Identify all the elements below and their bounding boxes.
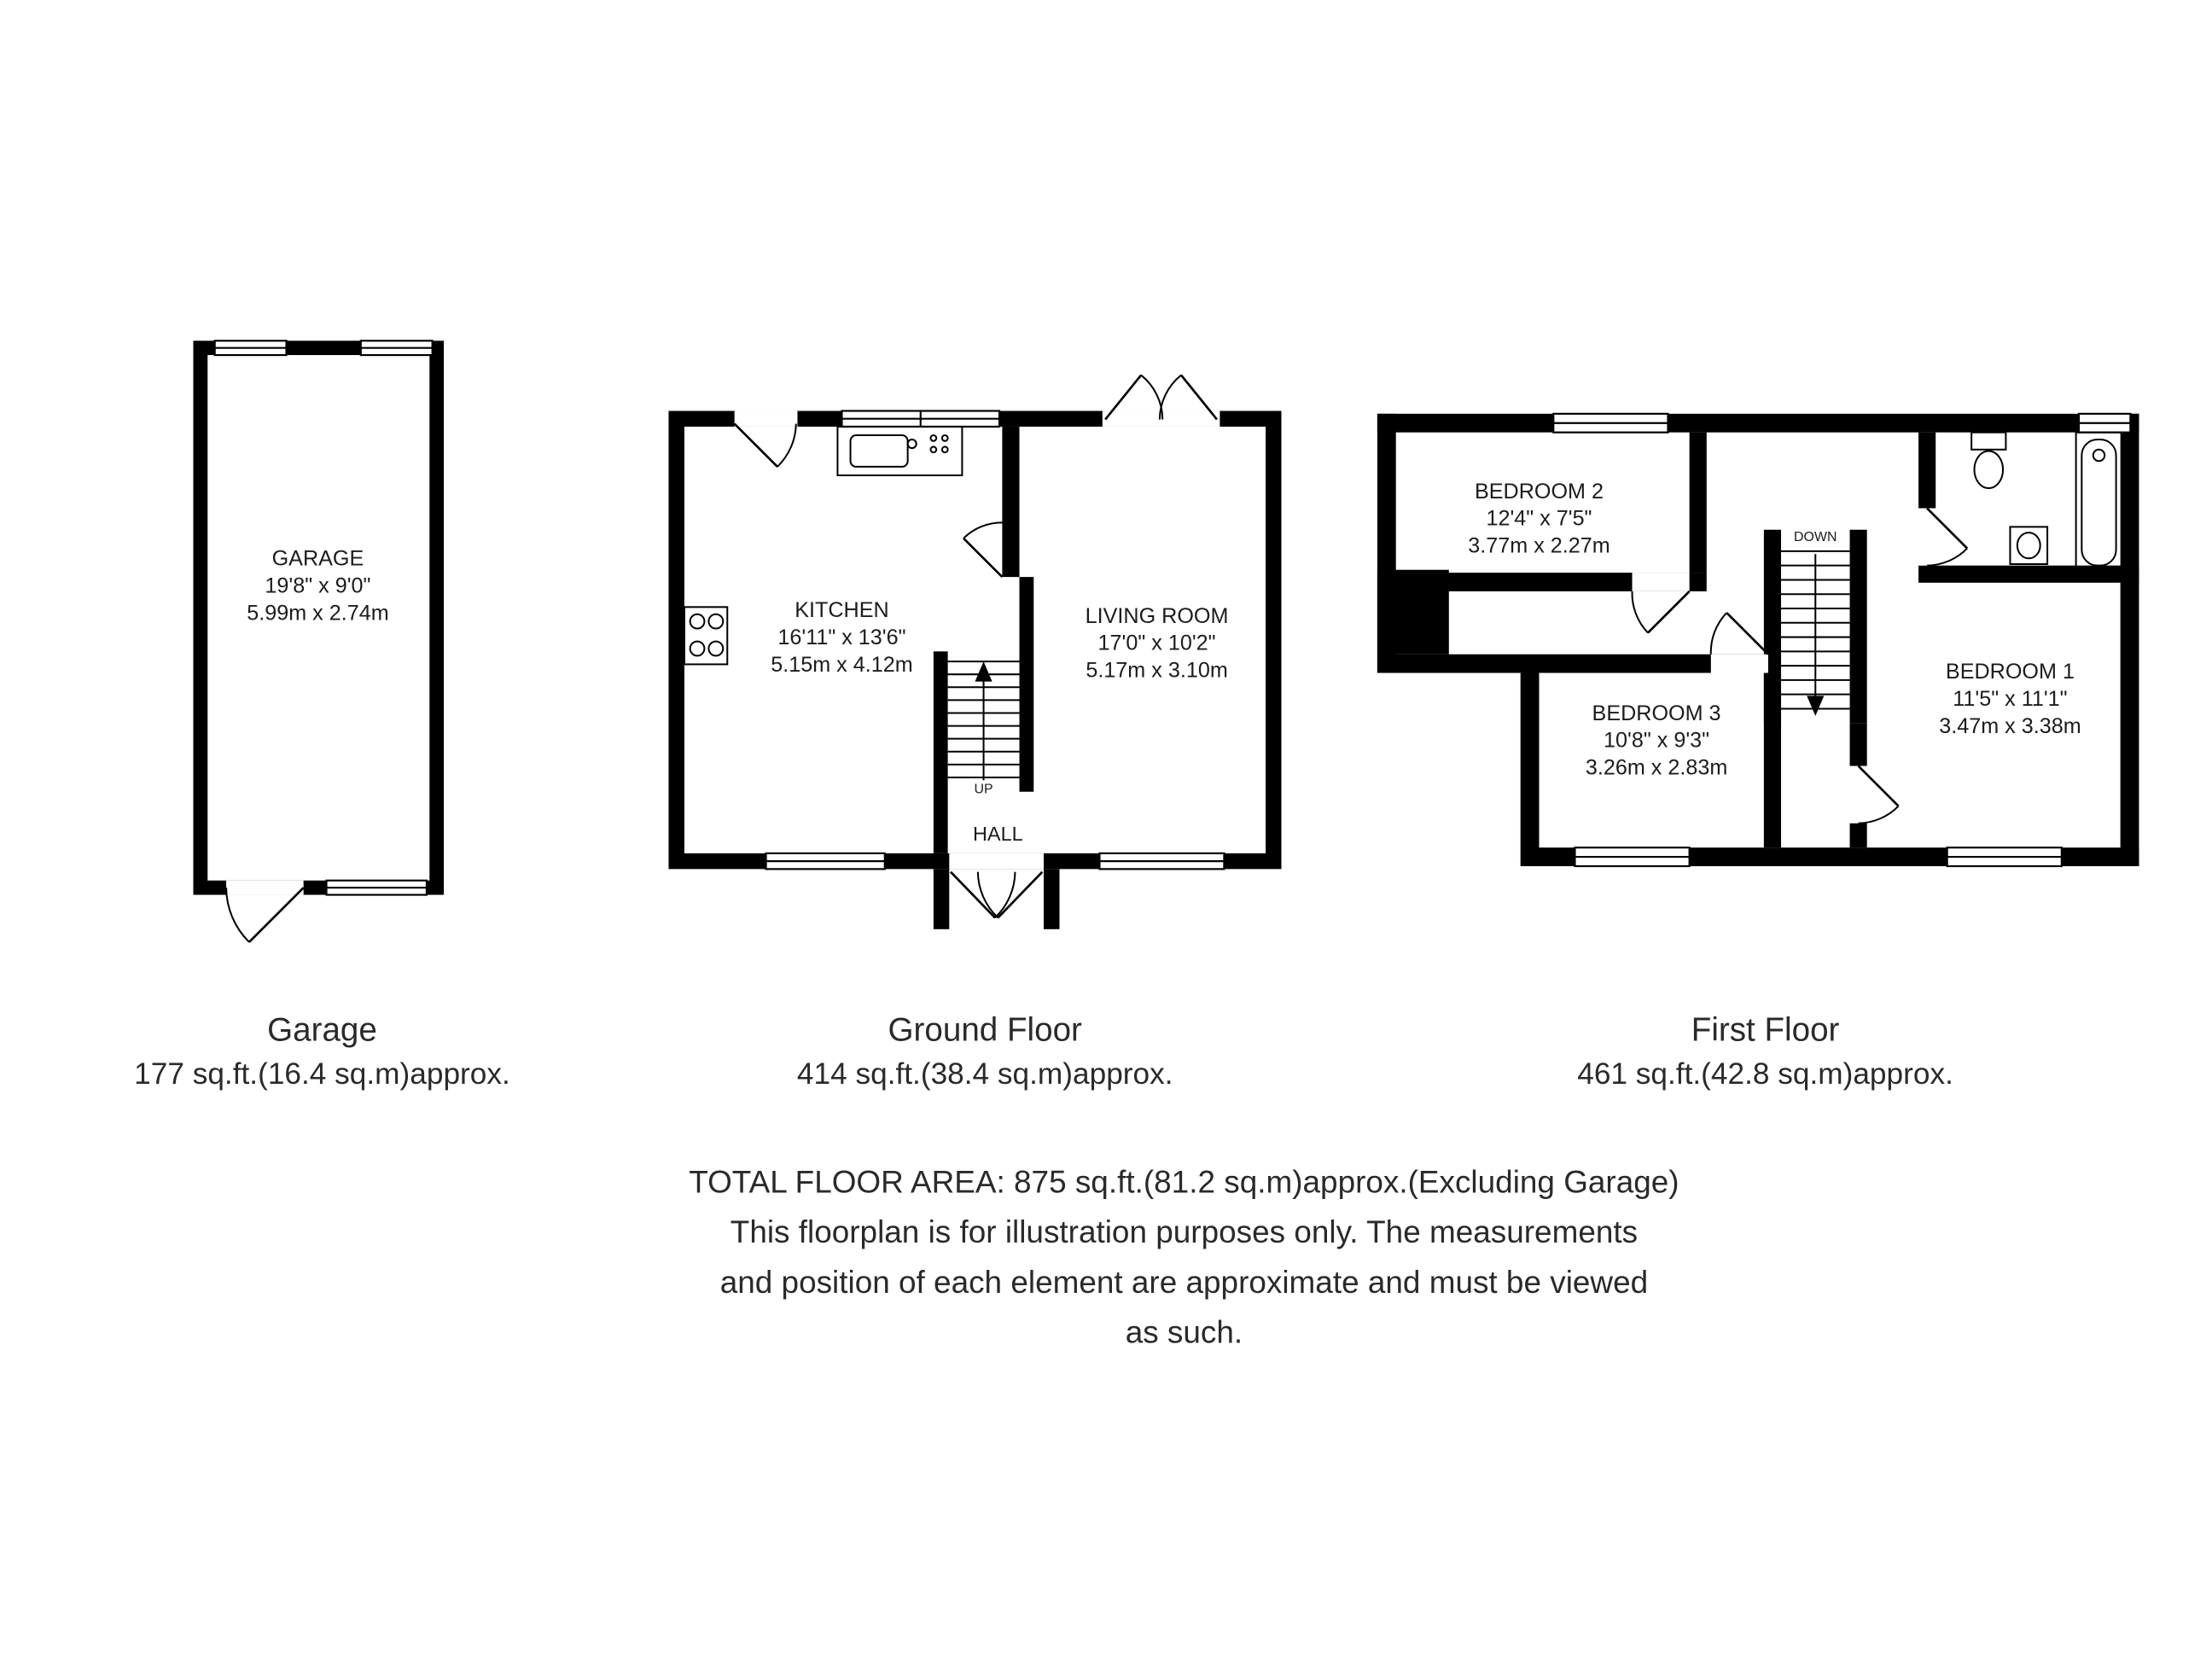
door-opening — [734, 410, 798, 427]
wall — [1019, 577, 1034, 792]
room-dim-imperial: 16'11" x 13'6" — [777, 626, 906, 650]
room-name: LIVING ROOM — [1085, 603, 1229, 629]
room-dim-metric: 3.77m x 2.27m — [1468, 533, 1610, 559]
door-arc — [1849, 765, 1900, 824]
window — [1946, 847, 2063, 868]
room-name: BEDROOM 3 — [1592, 701, 1721, 726]
door-opening — [1710, 654, 1768, 673]
kitchen-sink-icon — [836, 425, 963, 476]
disclaimer-line: and position of each element are approxi… — [719, 1264, 1649, 1301]
window — [359, 340, 434, 357]
door-arc — [1631, 590, 1691, 634]
caption-first-floor: First Floor 461 sq.ft.(42.8 sq.m)approx. — [1479, 1005, 2052, 1097]
wall — [1763, 672, 1782, 848]
room-dim-imperial: 12'4" x 7'5" — [1486, 506, 1592, 532]
caption-title: First Floor — [1691, 1010, 1840, 1049]
room-dim-imperial: 19'8" x 9'0" — [265, 573, 371, 599]
staircase-up — [947, 661, 1020, 781]
disclaimer-text: TOTAL FLOOR AREA: 875 sq.ft.(81.2 sq.m)a… — [182, 1157, 2186, 1358]
caption-title: Ground Floor — [888, 1010, 1082, 1049]
disclaimer-line: as such. — [1125, 1314, 1243, 1351]
caption-ground-floor: Ground Floor 414 sq.ft.(38.4 sq.m)approx… — [699, 1005, 1272, 1097]
caption-garage: Garage 177 sq.ft.(16.4 sq.m)approx. — [36, 1005, 608, 1097]
room-name: KITCHEN — [795, 598, 889, 623]
garage-plan — [193, 340, 445, 943]
wall — [1395, 573, 1707, 591]
window — [1552, 412, 1669, 434]
room-name: BEDROOM 1 — [1945, 660, 2075, 684]
door-arc — [225, 880, 305, 943]
room-dim-imperial: 10'8" x 9'3" — [1604, 728, 1710, 754]
room-label-hall: HALL — [972, 821, 1023, 845]
door-arc — [1918, 507, 1969, 567]
wall — [1918, 565, 2139, 583]
room-label-kitchen: KITCHEN 16'11" x 13'6" 5.15m x 4.12m — [727, 597, 956, 679]
total-floor-area: TOTAL FLOOR AREA: 875 sq.ft.(81.2 sq.m)a… — [689, 1163, 1679, 1200]
room-label-bedroom-2: BEDROOM 2 12'4" x 7'5" 3.77m x 2.27m — [1424, 478, 1653, 560]
room-dim-metric: 3.47m x 3.38m — [1939, 714, 2081, 739]
sink-icon — [2009, 526, 2049, 566]
room-dim-metric: 5.17m x 3.10m — [1086, 658, 1228, 684]
door-arc — [963, 521, 1004, 579]
room-dim-metric: 5.99m x 2.74m — [247, 601, 389, 626]
toilet-icon — [1970, 431, 2007, 490]
wall — [1918, 432, 1936, 509]
caption-area: 461 sq.ft.(42.8 sq.m)approx. — [1577, 1057, 1953, 1091]
room-label-bedroom-1: BEDROOM 1 11'5" x 11'1" 3.47m x 3.38m — [1895, 659, 2124, 741]
staircase-down — [1781, 550, 1850, 716]
wall — [1002, 426, 1020, 578]
french-doors-arc — [1104, 374, 1219, 421]
window — [2077, 412, 2132, 434]
wall — [1044, 869, 1060, 929]
first-floor-plan — [1377, 412, 2139, 868]
window — [325, 879, 428, 896]
wall — [1849, 529, 1867, 724]
room-dim-imperial: 17'0" x 10'2" — [1097, 631, 1216, 656]
stairs-down-label: DOWN — [1794, 529, 1837, 546]
caption-area: 414 sq.ft.(38.4 sq.m)approx. — [796, 1057, 1173, 1091]
stairs-up-label: UP — [974, 782, 993, 798]
hob-icon — [683, 606, 729, 666]
disclaimer-line: This floorplan is for illustration purpo… — [730, 1214, 1639, 1250]
room-label-living-room: LIVING ROOM 17'0" x 10'2" 5.17m x 3.10m — [1042, 602, 1271, 684]
wall — [1849, 823, 1867, 848]
room-name: GARAGE — [271, 546, 364, 572]
room-name: BEDROOM 2 — [1474, 480, 1604, 504]
door-arc — [733, 422, 797, 468]
door-arc — [1709, 612, 1769, 655]
window — [1098, 852, 1225, 870]
window — [1574, 847, 1691, 868]
wall — [933, 651, 948, 853]
caption-area: 177 sq.ft.(16.4 sq.m)approx. — [134, 1057, 510, 1091]
room-label-bedroom-3: BEDROOM 3 10'8" x 9'3" 3.26m x 2.83m — [1542, 700, 1771, 782]
window — [841, 410, 1001, 428]
front-door-arc — [950, 870, 1044, 919]
door-opening — [1632, 573, 1690, 591]
room-dim-metric: 3.26m x 2.83m — [1585, 755, 1728, 781]
ground-floor-plan — [668, 374, 1282, 929]
room-dim-imperial: 11'5" x 11'1" — [1953, 687, 2068, 712]
bathtub-icon — [2075, 431, 2123, 574]
window — [213, 340, 288, 357]
floorplan-canvas — [193, 340, 2139, 943]
wall — [933, 869, 950, 929]
door-opening — [949, 853, 1045, 870]
room-dim-metric: 5.15m x 4.12m — [771, 653, 913, 678]
window — [765, 852, 886, 870]
room-label-garage: GARAGE 19'8" x 9'0" 5.99m x 2.74m — [203, 545, 432, 627]
wall — [1849, 723, 1867, 766]
door-opening — [1102, 410, 1220, 427]
wall — [1689, 432, 1707, 573]
caption-title: Garage — [267, 1010, 377, 1049]
